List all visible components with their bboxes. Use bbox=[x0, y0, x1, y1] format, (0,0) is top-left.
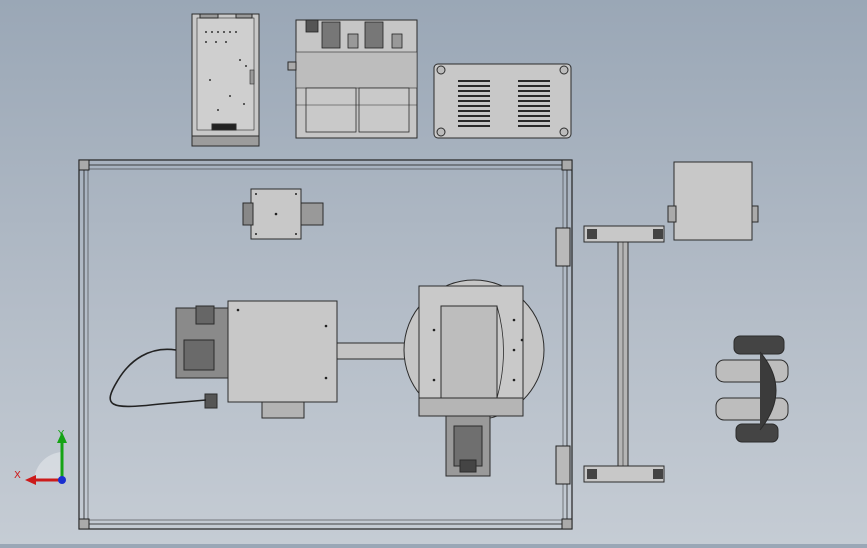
x-axis-label: X bbox=[14, 470, 21, 481]
z-axis-dot bbox=[58, 476, 66, 484]
y-axis-arrowhead bbox=[57, 432, 67, 443]
coordinate-triad: Y X bbox=[14, 429, 67, 485]
fixture-plate[interactable] bbox=[242, 188, 324, 240]
y-axis-label: Y bbox=[57, 429, 65, 440]
robot-arm[interactable] bbox=[109, 300, 418, 419]
x-axis-arrowhead bbox=[25, 475, 36, 485]
rotary-positioner[interactable] bbox=[403, 279, 545, 477]
electrical-cabinet[interactable] bbox=[191, 13, 260, 147]
gantry-rail[interactable] bbox=[583, 225, 665, 483]
fence-frame[interactable] bbox=[78, 159, 573, 530]
teach-pendant[interactable] bbox=[715, 335, 789, 443]
side-panel[interactable] bbox=[667, 161, 759, 241]
robot-controller[interactable] bbox=[287, 19, 418, 139]
vented-power-unit[interactable] bbox=[433, 63, 572, 139]
